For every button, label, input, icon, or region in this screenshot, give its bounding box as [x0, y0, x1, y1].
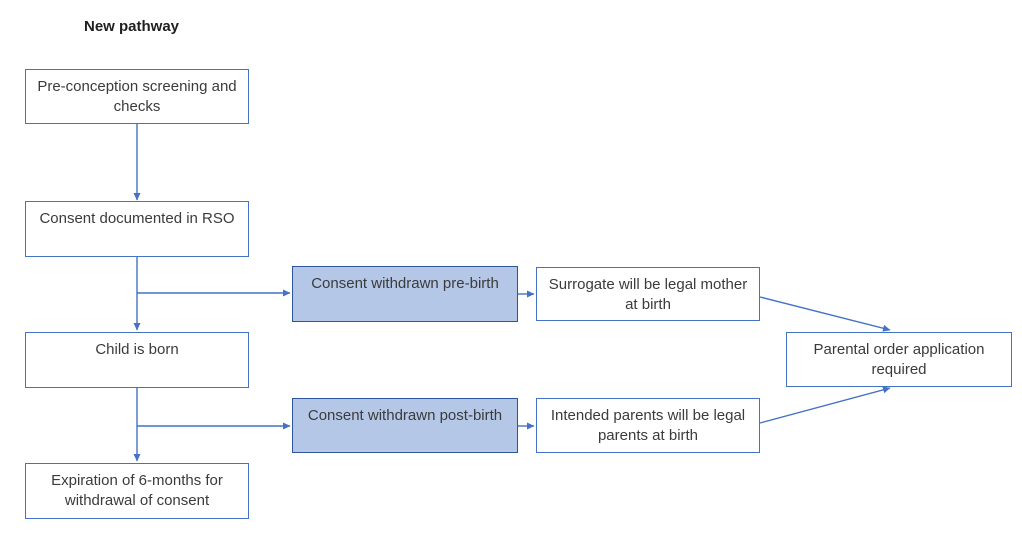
connector-surrogate-to-parental-order	[759, 296, 891, 332]
node-intended-parents-legal: Intended parents will be legal parents a…	[536, 398, 760, 453]
connector-intended-parents-to-parental-order	[759, 386, 891, 424]
node-pre-conception-screening: Pre-conception screening and checks	[25, 69, 249, 124]
node-surrogate-legal-mother: Surrogate will be legal mother at birth	[536, 267, 760, 321]
node-consent-withdrawn-post-birth: Consent withdrawn post-birth	[292, 398, 518, 453]
diagram-title: New pathway	[84, 18, 180, 35]
node-parental-order-application: Parental order application required	[786, 332, 1012, 387]
node-expiration-6-months: Expiration of 6-months for withdrawal of…	[25, 463, 249, 519]
node-consent-withdrawn-pre-birth: Consent withdrawn pre-birth	[292, 266, 518, 322]
node-child-is-born: Child is born	[25, 332, 249, 388]
node-consent-documented-rso: Consent documented in RSO	[25, 201, 249, 257]
